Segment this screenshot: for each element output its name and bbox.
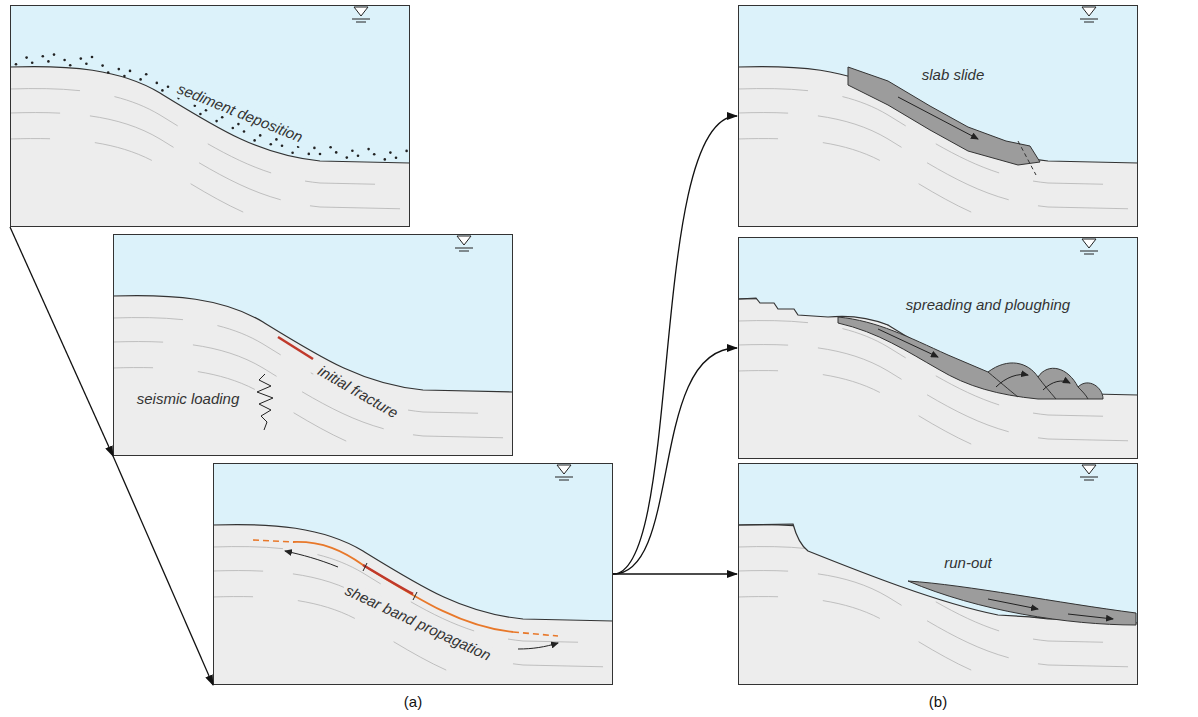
flow-arrow: [10, 227, 113, 456]
process-label: slab slide: [919, 66, 988, 84]
stage-panel: sediment deposition: [10, 5, 410, 227]
process-label: sediment deposition: [172, 79, 308, 148]
process-label: shear band propagation: [340, 580, 497, 666]
panel-label: (a): [404, 693, 422, 711]
process-label: spreading and ploughing: [903, 296, 1073, 314]
process-label: seismic loading: [134, 390, 243, 408]
flow-arrow: [613, 348, 737, 574]
flow-arrow: [113, 456, 213, 685]
stage-panel: shear band propagation: [213, 463, 613, 685]
stage-panel: spreading and ploughing: [738, 237, 1138, 459]
stage-panel: slab slide: [738, 5, 1138, 227]
process-label: initial fracture: [312, 360, 403, 423]
panel-label: (b): [929, 693, 947, 711]
stage-panel: initial fracture seismic loading: [113, 234, 513, 456]
process-label: run-out: [941, 554, 995, 572]
stage-panel: run-out: [738, 463, 1138, 685]
flow-arrow: [613, 116, 737, 574]
flow-arrow: [613, 573, 737, 574]
